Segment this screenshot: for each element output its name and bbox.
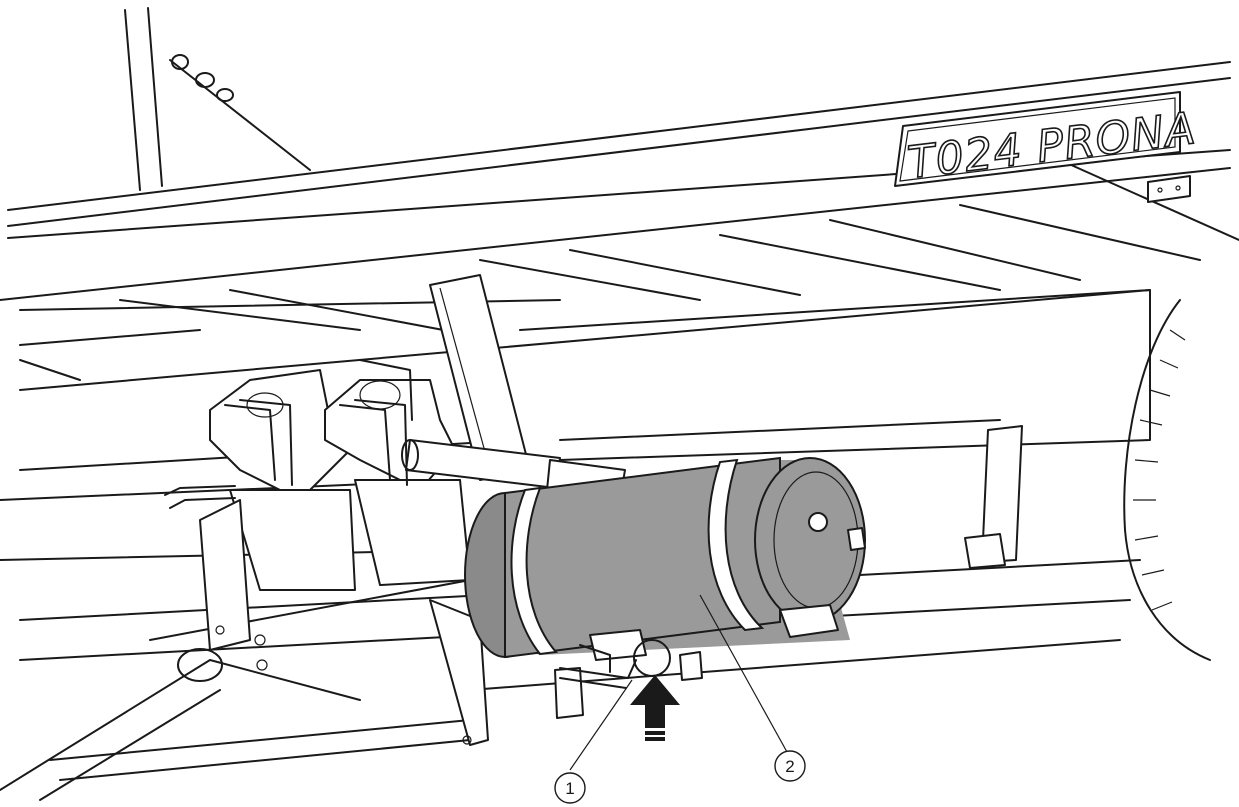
stake-and-tensioner [124, 7, 311, 191]
side-bracket [1147, 175, 1191, 203]
callout-1-label: 1 [565, 779, 574, 798]
tyre [1123, 299, 1211, 661]
nameplate: T024 PRONA [894, 91, 1200, 190]
support-plate-left [199, 499, 268, 671]
hanging-bracket-right [964, 425, 1023, 569]
drawbar [0, 579, 471, 801]
air-tank [464, 456, 866, 659]
callout-2-label: 2 [785, 757, 794, 776]
tank-port [808, 512, 828, 532]
handle-bar [164, 485, 236, 509]
tank-mounts [554, 604, 839, 719]
drain-valve [559, 639, 671, 689]
upper-side-rail [0, 61, 1239, 301]
direction-arrow-icon [630, 675, 680, 741]
tank-valve [847, 527, 866, 551]
callout-2: 2 [774, 750, 806, 782]
callout-1: 1 [554, 772, 586, 804]
fender-plate [429, 599, 489, 746]
callout-leaders [569, 594, 788, 771]
cross-members [19, 204, 1201, 381]
